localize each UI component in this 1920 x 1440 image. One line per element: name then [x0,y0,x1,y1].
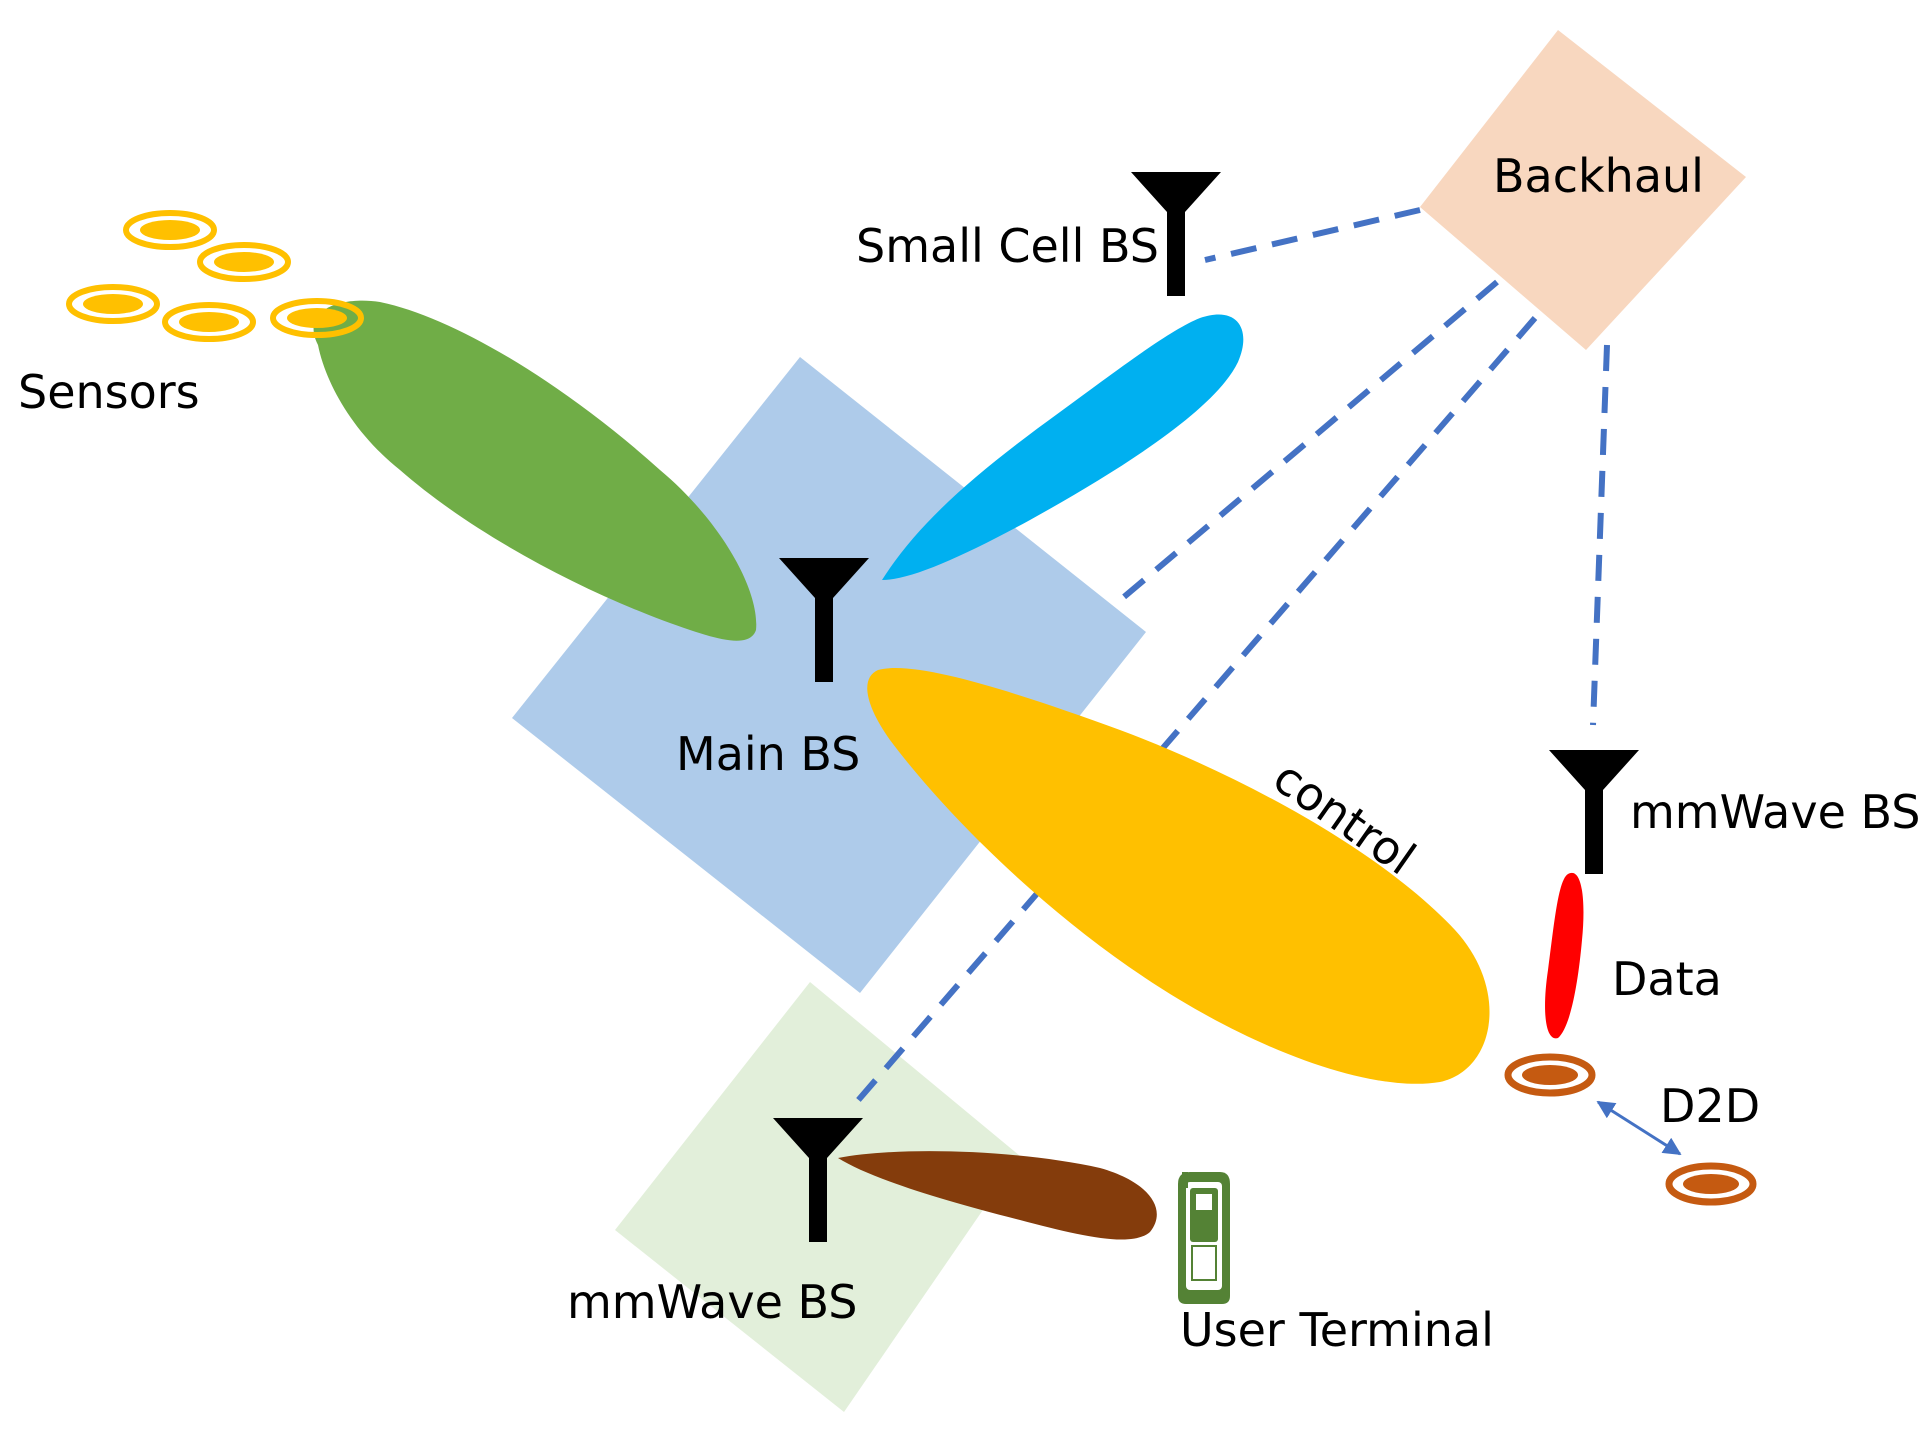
d2d-device-icon [1665,1162,1757,1206]
small-cell-beam [882,314,1244,580]
backhaul-node [1420,30,1746,350]
d2d-device-icon [1504,1053,1596,1097]
user-terminal-label: User Terminal [1180,1303,1494,1357]
backhaul-link-small-cell [1204,207,1421,263]
backhaul-label: Backhaul [1493,149,1704,203]
user-terminal-icon [1178,1172,1230,1304]
small-cell-bs-label: Small Cell BS [856,219,1159,273]
sensors-label: Sensors [18,365,200,419]
data-beam [1545,872,1584,1039]
main-bs-label: Main BS [676,727,860,781]
sensor-icon [197,242,291,282]
mmwave-bs-bottom-label: mmWave BS [567,1275,857,1329]
backhaul-link-main-bs [1116,279,1499,605]
backhaul-link-mmwave-right [1590,344,1610,726]
sensors-group [66,210,364,342]
user-beam [838,1151,1157,1240]
sensor-beam [313,300,757,641]
d2d-label: D2D [1660,1079,1760,1133]
control-beam [867,668,1490,1084]
sensor-icon [66,284,160,324]
mmwave-bs-right-antenna-icon [1549,750,1639,874]
sensor-icon [123,210,217,250]
data-label: Data [1612,952,1722,1006]
backhaul-link-mmwave-bottom [845,316,1538,1114]
mmwave-bs-right-label: mmWave BS [1630,785,1920,839]
sensor-icon [162,302,256,342]
sensor-icon [270,298,364,338]
d2d-arrow [1596,1100,1682,1156]
